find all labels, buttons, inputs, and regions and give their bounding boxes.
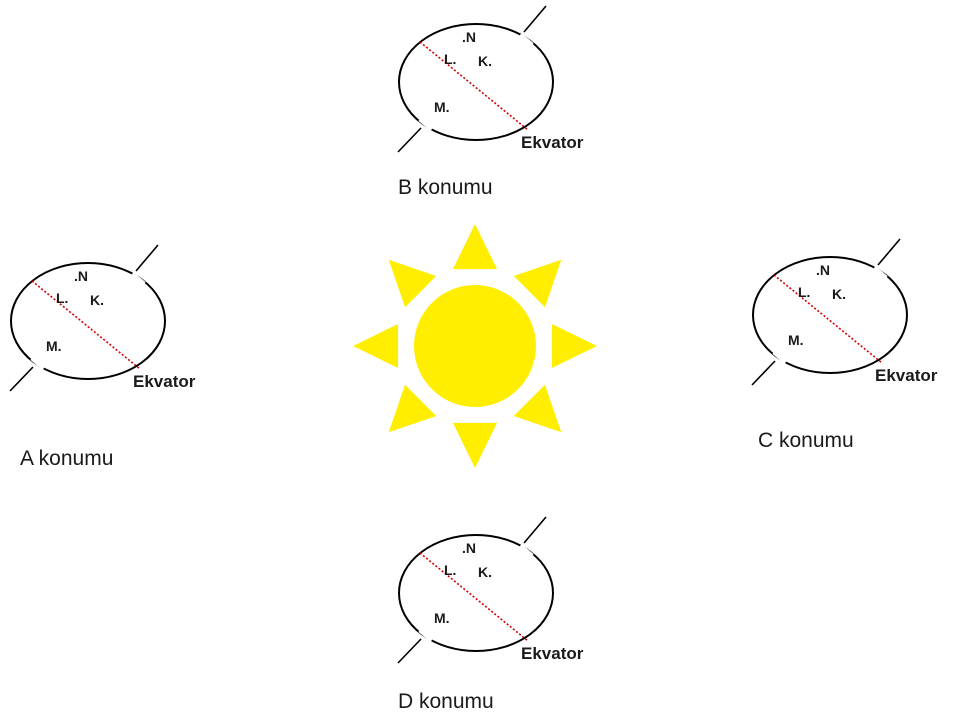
caption-position-d: D konumu bbox=[398, 690, 494, 713]
equator-line bbox=[773, 274, 883, 364]
m-label: M. bbox=[434, 610, 450, 626]
m-label: M. bbox=[46, 338, 62, 354]
rotation-axis-top bbox=[877, 238, 901, 266]
equator-label: Ekvator bbox=[133, 372, 196, 391]
sun-ray bbox=[388, 384, 437, 433]
caption-position-b: B konumu bbox=[398, 176, 493, 199]
rotation-axis-bottom bbox=[397, 638, 422, 664]
rotation-axis-top bbox=[135, 244, 159, 272]
m-label: M. bbox=[788, 332, 804, 348]
rotation-axis-bottom bbox=[397, 127, 422, 153]
equator-label: Ekvator bbox=[521, 644, 584, 663]
sun-ray bbox=[452, 422, 498, 468]
m-label: M. bbox=[434, 99, 450, 115]
sun-ray bbox=[513, 384, 562, 433]
north-label: .N bbox=[816, 262, 830, 278]
l-label: L. bbox=[56, 290, 68, 306]
k-label: K. bbox=[90, 292, 104, 308]
k-label: K. bbox=[478, 53, 492, 69]
north-label: .N bbox=[74, 268, 88, 284]
equator-label: Ekvator bbox=[875, 366, 938, 385]
earth-position-c: .N L. K. M. Ekvator bbox=[751, 238, 938, 386]
north-label: .N bbox=[462, 540, 476, 556]
earth-position-a: .N L. K. M. Ekvator bbox=[9, 244, 196, 392]
caption-position-a: A konumu bbox=[20, 447, 114, 470]
sun-ray bbox=[452, 224, 498, 270]
rotation-axis-top bbox=[523, 5, 547, 33]
earth-body bbox=[398, 534, 554, 652]
equator-line bbox=[419, 552, 529, 642]
sun-ray bbox=[513, 259, 562, 308]
earth-position-b: .N L. K. M. Ekvator bbox=[397, 5, 584, 153]
sun-ray bbox=[388, 259, 437, 308]
l-label: L. bbox=[444, 51, 456, 67]
rotation-axis-bottom bbox=[751, 360, 776, 386]
k-label: K. bbox=[478, 564, 492, 580]
north-label: .N bbox=[462, 29, 476, 45]
sun-ray bbox=[353, 323, 399, 369]
l-label: L. bbox=[798, 284, 810, 300]
sun-ray bbox=[551, 323, 597, 369]
equator-label: Ekvator bbox=[521, 133, 584, 152]
earth-body bbox=[752, 256, 908, 374]
caption-position-c: C konumu bbox=[758, 429, 854, 452]
k-label: K. bbox=[832, 286, 846, 302]
earth-body bbox=[10, 262, 166, 380]
equator-line bbox=[31, 280, 141, 370]
sun-icon bbox=[353, 224, 597, 468]
earth-body bbox=[398, 23, 554, 141]
l-label: L. bbox=[444, 562, 456, 578]
earth-position-d: .N L. K. M. Ekvator bbox=[397, 516, 584, 664]
sun-core bbox=[414, 285, 536, 407]
rotation-axis-top bbox=[523, 516, 547, 544]
equator-line bbox=[419, 41, 529, 131]
rotation-axis-bottom bbox=[9, 366, 34, 392]
